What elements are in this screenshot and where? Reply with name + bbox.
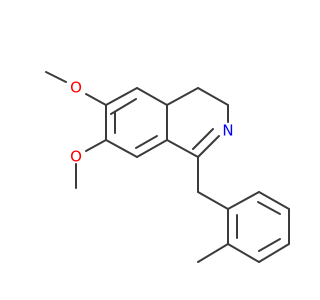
bond-ar5 <box>105 139 138 158</box>
bond-tol4-inner <box>258 238 281 252</box>
atom-o-upper: O <box>70 79 82 97</box>
bond-tol5 <box>227 243 260 263</box>
bond-tol1 <box>227 191 260 210</box>
bond-tol4 <box>258 243 290 263</box>
atom-o-lower: O <box>70 148 82 166</box>
bonds <box>45 71 290 263</box>
atom-labels: O O N <box>70 79 234 166</box>
molecule-canvas: O O N <box>45 71 290 263</box>
bond-tol2-inner <box>257 201 281 215</box>
atom-n-ring: N <box>222 122 233 140</box>
bond-ar1 <box>105 87 138 106</box>
bond-n-c1-a <box>197 135 220 158</box>
bond-tol2 <box>258 191 290 210</box>
molecule-structure: O O N <box>45 71 290 263</box>
bond-ch2-ar <box>197 191 229 210</box>
bond-ar4-inner <box>135 135 158 149</box>
bond-ar2 <box>136 87 168 106</box>
bond-o-me-upper <box>45 71 67 83</box>
bond-tol-methyl <box>197 243 229 263</box>
bond-ar4 <box>136 139 168 158</box>
bond-c6-o <box>85 93 107 106</box>
bond-c4-c3 <box>197 87 229 106</box>
bond-n-c1-b <box>192 128 214 150</box>
bond-c1-c8a <box>166 139 199 158</box>
bond-c7-o <box>85 139 107 152</box>
bond-c4a-c4 <box>166 87 199 106</box>
